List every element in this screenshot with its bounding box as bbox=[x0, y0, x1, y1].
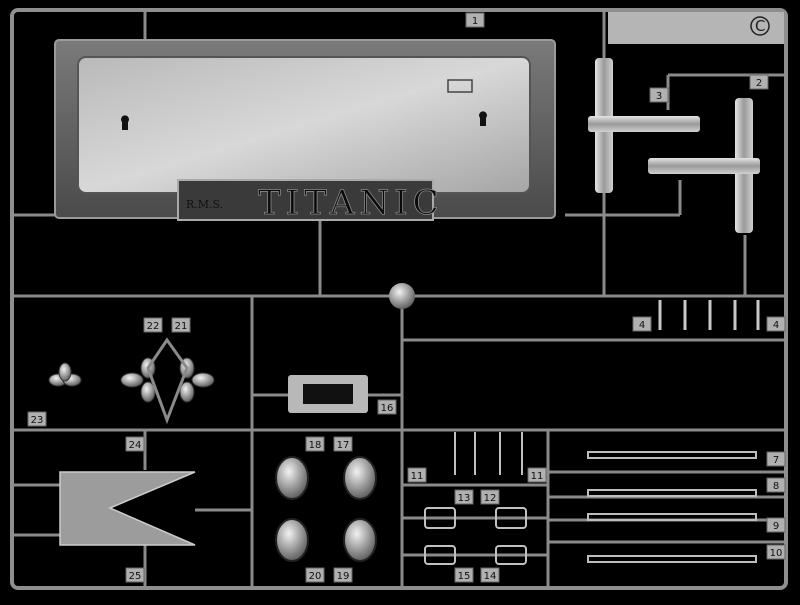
hatch-frame-part bbox=[288, 375, 368, 413]
part-number-label: 15 bbox=[458, 571, 471, 582]
title-nameplate: TITANIC bbox=[258, 183, 444, 223]
sprue-knob bbox=[389, 283, 415, 309]
porthole-parts bbox=[275, 456, 377, 562]
part-number-label: 22 bbox=[147, 321, 160, 332]
part-number-tag: 10 bbox=[766, 544, 786, 560]
part-number-tag: 11 bbox=[527, 467, 547, 483]
part-number-label: 10 bbox=[770, 548, 783, 559]
part-number-tag: 20 bbox=[305, 567, 325, 583]
part-number-tag: 4 bbox=[632, 316, 652, 332]
part-number-label: 21 bbox=[175, 321, 188, 332]
part-number-label: 17 bbox=[337, 440, 350, 451]
part-number-label: 14 bbox=[484, 571, 497, 582]
part-number-tag: 12 bbox=[480, 489, 500, 505]
display-base-part: R.M.S. TITANIC bbox=[54, 39, 556, 223]
part-number-tag: 16 bbox=[377, 399, 397, 415]
sprue-frame bbox=[10, 8, 788, 590]
part-number-tag: 23 bbox=[27, 411, 47, 427]
railing-parts bbox=[658, 300, 760, 330]
copyright-symbol: C bbox=[755, 17, 765, 35]
part-number-tag: 25 bbox=[125, 567, 145, 583]
part-number-label: 2 bbox=[756, 78, 762, 89]
part-number-label: 11 bbox=[531, 471, 544, 482]
part-number-label: 18 bbox=[309, 440, 322, 451]
part-number-label: 25 bbox=[129, 571, 142, 582]
keyhole-left bbox=[120, 115, 129, 130]
part-number-tag: 21 bbox=[171, 317, 191, 333]
title-prefix: R.M.S. bbox=[186, 198, 223, 211]
rudder-part bbox=[59, 471, 196, 546]
part-number-label: 12 bbox=[484, 493, 497, 504]
part-number-tag: 11 bbox=[407, 467, 427, 483]
part-number-tag: 7 bbox=[766, 451, 786, 467]
part-number-tag: 9 bbox=[766, 517, 786, 533]
part-number-label: 24 bbox=[129, 440, 142, 451]
part-number-tag: 3 bbox=[649, 87, 669, 103]
part-number-label: 4 bbox=[773, 320, 779, 331]
part-number-label: 23 bbox=[31, 415, 44, 426]
part-number-tag: 19 bbox=[333, 567, 353, 583]
part-number-label: 20 bbox=[309, 571, 322, 582]
propeller-sprue-loop bbox=[146, 337, 189, 425]
rail-ladder-parts bbox=[587, 451, 757, 563]
mast-parts bbox=[588, 58, 760, 233]
part-number-label: 19 bbox=[337, 571, 350, 582]
part-number-tag: 2 bbox=[749, 74, 769, 90]
part-number-tag: 15 bbox=[454, 567, 474, 583]
keyhole-right bbox=[478, 111, 487, 126]
part-number-label: 8 bbox=[773, 481, 779, 492]
part-number-label: 3 bbox=[656, 91, 662, 102]
part-number-label: 13 bbox=[458, 493, 471, 504]
part-number-tag: 17 bbox=[333, 436, 353, 452]
part-number-label: 7 bbox=[773, 455, 779, 466]
part-number-tag: 14 bbox=[480, 567, 500, 583]
part-number-label: 16 bbox=[381, 403, 394, 414]
part-number-label: 1 bbox=[472, 16, 478, 27]
part-number-tag: 22 bbox=[143, 317, 163, 333]
part-number-tag: 1 bbox=[465, 12, 485, 28]
part-number-tag: 8 bbox=[766, 477, 786, 493]
part-number-tag: 13 bbox=[454, 489, 474, 505]
propeller-parts bbox=[48, 357, 215, 403]
part-number-tag: 18 bbox=[305, 436, 325, 452]
davit-parts bbox=[424, 432, 527, 565]
copyright-tab: C bbox=[608, 12, 784, 44]
part-number-label: 11 bbox=[411, 471, 424, 482]
part-number-tag: 4 bbox=[766, 316, 786, 332]
part-number-label: 9 bbox=[773, 521, 779, 532]
part-number-label: 4 bbox=[639, 320, 645, 331]
part-number-tag: 24 bbox=[125, 436, 145, 452]
